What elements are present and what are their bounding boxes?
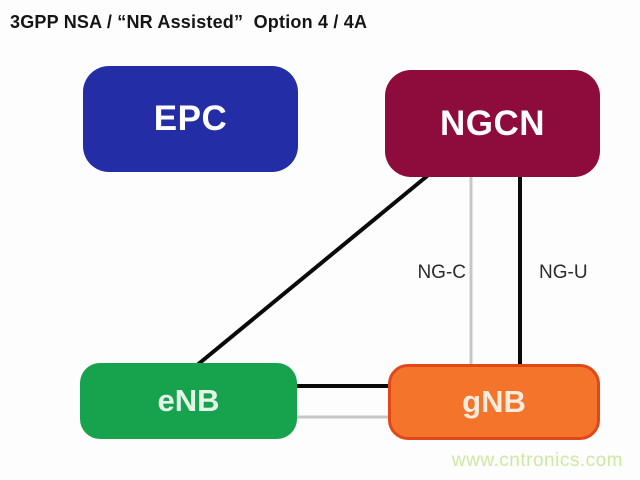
node-enb: eNB (80, 363, 297, 439)
node-epc: EPC (83, 66, 298, 172)
node-epc-label: EPC (153, 99, 228, 138)
node-gnb: gNB (388, 364, 600, 440)
diagram-title: 3GPP NSA / “NR Assisted” Option 4 / 4A (10, 12, 368, 32)
node-ngcn-label: NGCN (439, 103, 546, 143)
node-gnb-label: gNB (462, 384, 526, 419)
watermark: www.cntronics.com (451, 450, 623, 471)
edge-label-ng-c: NG-C (417, 262, 466, 283)
edge-label-ng-u: NG-U (539, 262, 588, 283)
edge-ngcn-to-enb (194, 170, 434, 368)
node-enb-label: eNB (157, 383, 220, 418)
node-ngcn: NGCN (385, 70, 600, 177)
